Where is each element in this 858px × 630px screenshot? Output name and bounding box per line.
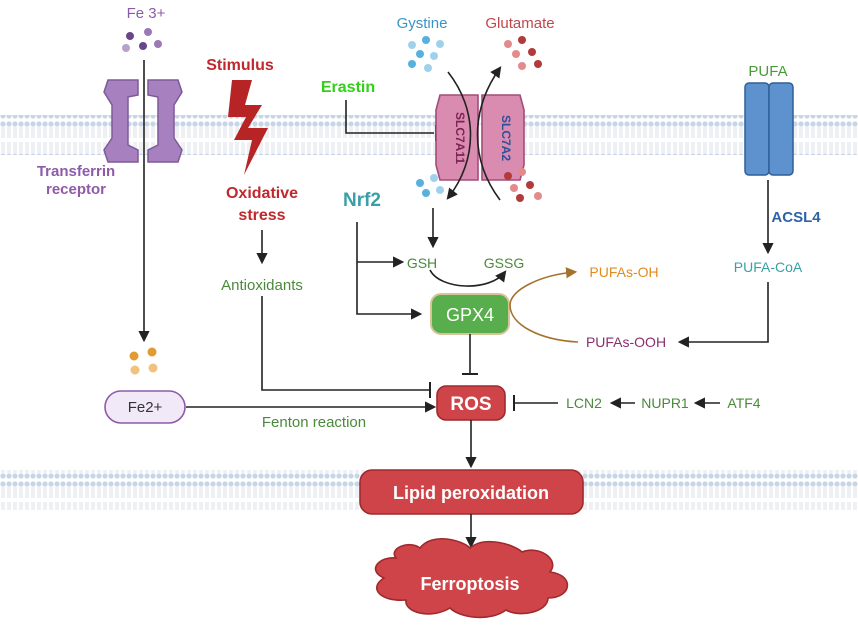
ferroptosis-label: Ferroptosis	[420, 574, 519, 594]
gystine-label: Gystine	[397, 15, 448, 32]
transferrin-label-1: Transferrin	[37, 163, 115, 180]
oxidative-label-1: Oxidative	[226, 185, 298, 202]
transferrin-receptor-icon	[103, 79, 183, 163]
pufa-label: PUFA	[748, 63, 787, 80]
gsh-label: GSH	[407, 255, 437, 271]
nrf2-label: Nrf2	[343, 190, 381, 211]
slc7a2-label: SLC7A2	[499, 115, 513, 161]
glutamate-inside-particles	[504, 168, 542, 202]
glutamate-particles	[504, 36, 542, 70]
transferrin-label-2: receptor	[46, 181, 106, 198]
ros-label: ROS	[450, 394, 491, 415]
stimulus-label: Stimulus	[206, 57, 274, 74]
glutamate-label: Glutamate	[485, 15, 554, 32]
pufa-coa-label: PUFA-CoA	[734, 259, 803, 275]
nupr1-label: NUPR1	[641, 395, 689, 411]
top-membrane	[0, 115, 858, 155]
fe3-particles	[122, 28, 162, 52]
pufa-channel-icon	[744, 82, 794, 176]
lcn2-label: LCN2	[566, 395, 602, 411]
slc7a11-label: SLC7A11	[453, 112, 467, 164]
lightning-bolt-icon	[228, 80, 268, 175]
ferroptosis-blob	[374, 538, 569, 619]
fe3-label: Fe 3+	[127, 5, 166, 22]
atf4-label: ATF4	[727, 395, 760, 411]
erastin-label: Erastin	[321, 79, 375, 96]
fenton-label: Fenton reaction	[262, 414, 366, 431]
lipid-peroxidation-label: Lipid peroxidation	[393, 483, 549, 503]
pufas-ooh-label: PUFAs-OOH	[586, 334, 666, 350]
oxidative-label-2: stress	[238, 207, 285, 224]
fe2-particles	[129, 347, 158, 375]
fe2-label: Fe2+	[128, 399, 163, 416]
gystine-particles	[408, 36, 444, 72]
gystine-inside-particles	[416, 174, 444, 197]
antioxidants-label: Antioxidants	[221, 277, 303, 294]
fe2-pill	[104, 390, 186, 424]
acsl4-label: ACSL4	[771, 209, 821, 226]
gpx4-label: GPX4	[446, 305, 494, 325]
gssg-label: GSSG	[484, 255, 524, 271]
pufas-oh-label: PUFAs-OH	[589, 264, 658, 280]
